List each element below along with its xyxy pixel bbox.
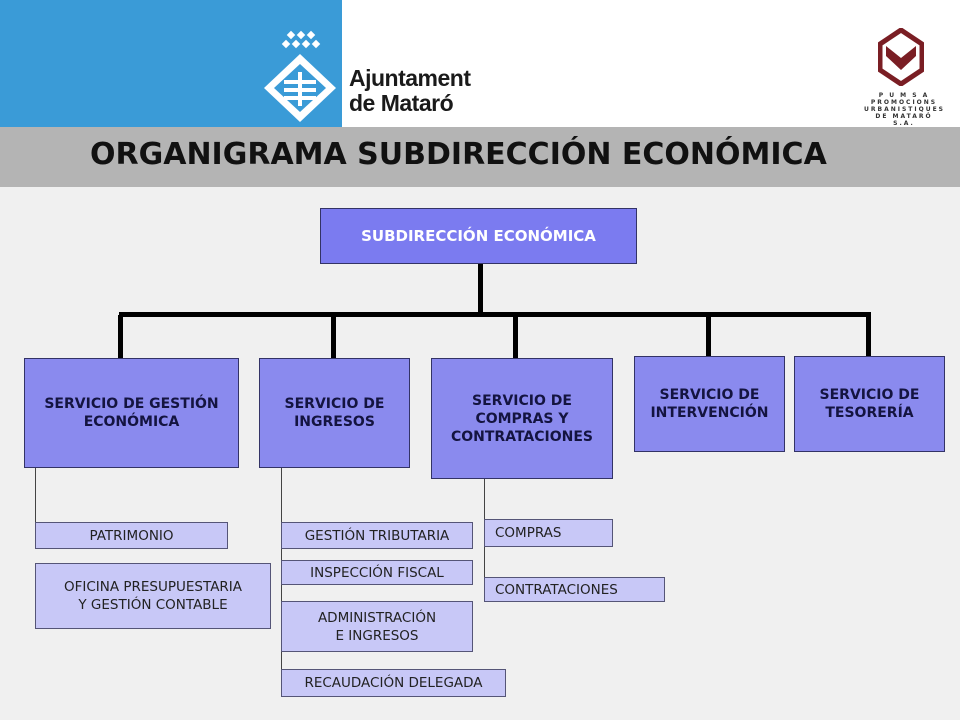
pumsa-wordmark: P U M S A PROMOCIONS URBANISTIQUES DE MA…: [864, 92, 946, 127]
unit-recaudacion-delegada: RECAUDACIÓN DELEGADA: [281, 669, 506, 697]
org-box-subdireccion-economica: SUBDIRECCIÓN ECONÓMICA: [320, 208, 637, 264]
page-title: ORGANIGRAMA SUBDIRECCIÓN ECONÓMICA: [90, 137, 827, 172]
title-band: [0, 127, 960, 187]
horizontal-connector-line: [119, 312, 871, 317]
org-box-servicio-gestion-economica: SERVICIO DE GESTIÓN ECONÓMICA: [24, 358, 239, 468]
org-box-servicio-compras-contrataciones: SERVICIO DE COMPRAS Y CONTRATACIONES: [431, 358, 613, 479]
unit-inspeccion-fiscal: INSPECCIÓN FISCAL: [281, 560, 473, 585]
organization-name: Ajuntament de Mataró: [349, 65, 471, 116]
unit-compras: COMPRAS: [484, 519, 613, 547]
unit-patrimonio: PATRIMONIO: [35, 522, 228, 549]
ajuntament-mataro-logo: [264, 30, 336, 122]
connector-tesoreria: [866, 315, 871, 356]
gestion-economica-unit-line: [35, 467, 36, 527]
org-box-servicio-ingresos: SERVICIO DE INGRESOS: [259, 358, 410, 468]
connector-gestion-economica: [118, 315, 123, 358]
pumsa-logo: [878, 28, 924, 86]
org-box-servicio-tesoreria: SERVICIO DE TESORERÍA: [794, 356, 945, 452]
org-box-servicio-intervencion: SERVICIO DE INTERVENCIÓN: [634, 356, 785, 452]
connector-intervencion: [706, 315, 711, 356]
connector-compras: [513, 315, 518, 358]
unit-gestion-tributaria: GESTIÓN TRIBUTARIA: [281, 522, 473, 549]
unit-administracion-ingresos: ADMINISTRACIÓN E INGRESOS: [281, 601, 473, 652]
unit-contrataciones: CONTRATACIONES: [484, 577, 665, 602]
unit-oficina-presupuestaria: OFICINA PRESUPUESTARIA Y GESTIÓN CONTABL…: [35, 563, 271, 629]
connector-ingresos: [331, 315, 336, 358]
root-connector-line: [478, 264, 483, 315]
